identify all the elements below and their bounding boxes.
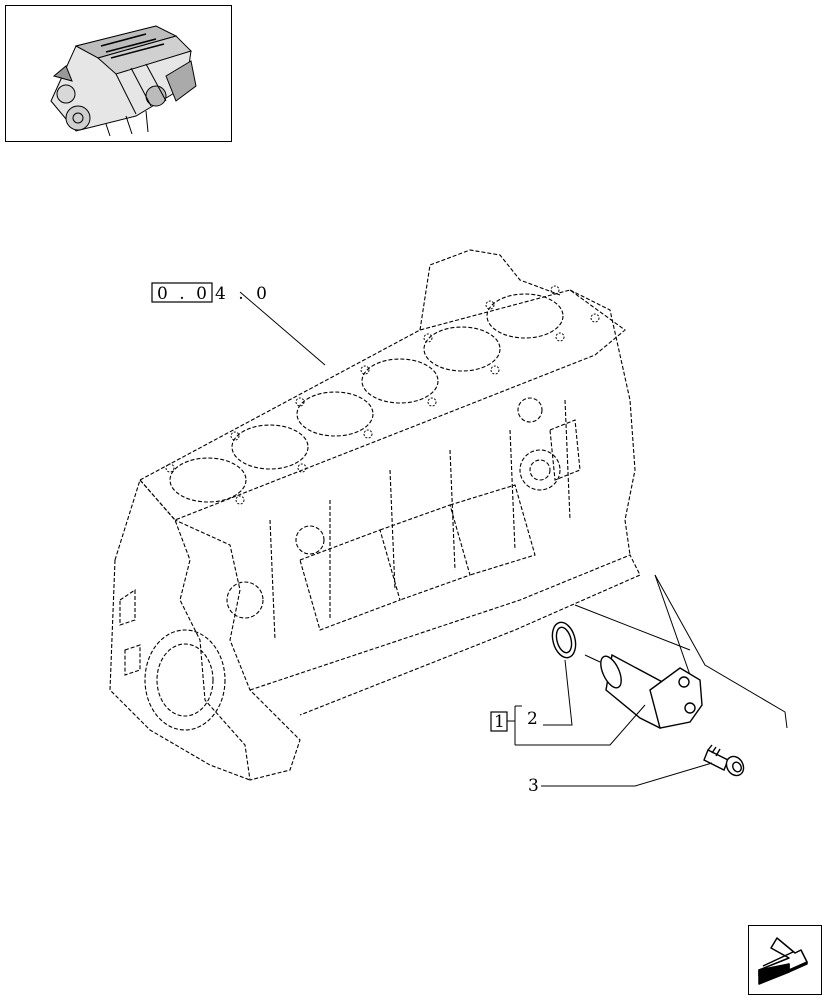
cylinder-bores bbox=[169, 293, 564, 503]
item-2-leader-line bbox=[543, 659, 573, 726]
engine-thumbnail bbox=[5, 5, 232, 142]
reference-suffix-text: 4 . 0 bbox=[215, 284, 267, 304]
front-cover bbox=[144, 397, 561, 731]
oil-pipe-part bbox=[600, 653, 703, 729]
o-ring-part bbox=[551, 621, 577, 659]
next-page-button[interactable] bbox=[748, 925, 822, 995]
engine-block bbox=[109, 249, 641, 781]
kit-bracket-line bbox=[507, 704, 646, 746]
item-2-callout[interactable]: 2 bbox=[527, 659, 573, 729]
item-2-label: 2 bbox=[527, 709, 538, 729]
explosion-lines bbox=[574, 574, 788, 729]
next-page-arrow-icon bbox=[758, 937, 808, 985]
engine-thumbnail-icon bbox=[50, 25, 197, 137]
reference-callout[interactable]: 0 . 0 4 . 0 bbox=[151, 282, 326, 366]
kit-callout[interactable]: 1 bbox=[490, 704, 646, 746]
reference-leader-line bbox=[239, 291, 326, 366]
bolt-part bbox=[703, 744, 745, 777]
item-3-callout[interactable]: 3 bbox=[528, 762, 713, 796]
reference-boxed-text: 0 . 0 bbox=[157, 284, 207, 304]
deck-bolt-holes bbox=[165, 285, 600, 505]
item-3-label: 3 bbox=[528, 776, 539, 796]
item-3-leader-line bbox=[541, 762, 713, 787]
kit-box-label: 1 bbox=[494, 712, 505, 732]
reference-box bbox=[151, 282, 213, 303]
